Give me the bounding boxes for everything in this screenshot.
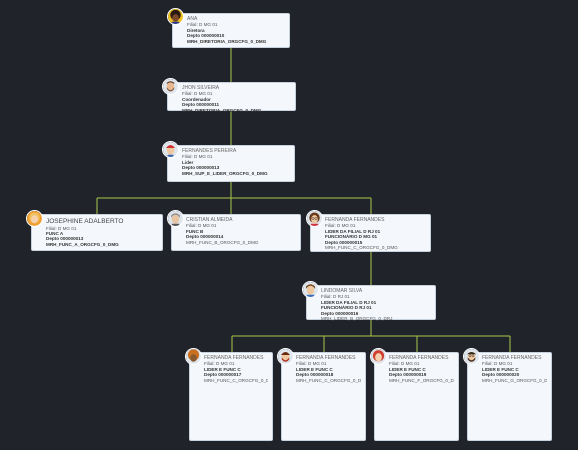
employee-role: LIDER DA FILIAL D RJ 01 xyxy=(325,228,381,234)
employee-name: FERNANDA FERNANDES xyxy=(482,355,542,361)
employee-filial: Filial: D MG 01 xyxy=(389,361,420,367)
avatar-afro-woman-icon xyxy=(185,348,202,365)
employee-org-code: MRH_FUNC_B_ORGCFG_0_DMG xyxy=(186,239,259,245)
employee-name: FERNANDA FERNANDES xyxy=(296,355,356,361)
org-card-fernanda-fernandes-lider[interactable]: FERNANDA FERNANDES Filial: D MG 01 LIDER… xyxy=(310,214,431,252)
employee-org-code: MRH_SUP_E_LIDER_ORGCFG_0_DMG xyxy=(182,170,268,176)
employee-org-code: MRH_FUNC_F_ORGCFG_0_DRJ xyxy=(389,377,454,383)
org-card-fernanda-fernandes-c[interactable]: FERNANDA FERNANDES Filial: D MG 01 LIDER… xyxy=(189,352,273,441)
employee-org-code: MRH_DIRETORIA_ORGCFG_0_DMG xyxy=(187,38,267,44)
employee-department: Depto 000000013 xyxy=(182,165,220,171)
employee-filial: Filial: D MG 01 xyxy=(187,22,218,28)
employee-role: Lider xyxy=(182,159,194,165)
employee-filial: Filial: D MG 01 xyxy=(186,223,217,229)
employee-role-secondary: FUNCIONÁRIO D MG 01 xyxy=(325,234,378,240)
employee-name: ANA xyxy=(187,16,198,22)
avatar-dark-curly-hair-icon xyxy=(167,8,184,25)
employee-role: FUNC A xyxy=(46,230,64,236)
employee-org-code: MRH_FUNC_C_ORGCFG_0_DRJ xyxy=(204,377,268,383)
employee-name: FERNANDES PEREIRA xyxy=(182,148,237,154)
employee-name: FERNANDA FERNANDES xyxy=(325,217,385,223)
employee-filial: Filial: D MG 01 xyxy=(182,154,213,160)
avatar-blonde-woman-icon xyxy=(26,210,43,227)
employee-department: Depto 000000020 xyxy=(482,372,520,378)
employee-name: FERNANDA FERNANDES xyxy=(204,355,264,361)
employee-org-code: MRH_LIDER_B_ORGCFG_0_DRJ xyxy=(321,316,393,322)
avatar-glasses-woman-icon xyxy=(306,210,323,227)
employee-department: Depto 000000017 xyxy=(204,372,242,378)
employee-role: LIDER E FUNC C xyxy=(389,366,426,372)
employee-role: LIDER E FUNC C xyxy=(204,366,241,372)
employee-filial: Filial: D MG 01 xyxy=(296,361,327,367)
org-card-lindomar-silva[interactable]: LINDOMAR SILVA Filial: D RJ 01 LIDER DA … xyxy=(306,285,436,322)
employee-org-code: MRH_FUNC_G_ORGCFG_0_DRJ xyxy=(482,377,547,383)
employee-name: LINDOMAR SILVA xyxy=(321,288,363,294)
avatar-gray-hair-man-icon xyxy=(167,210,184,227)
org-card-fernanda-fernandes-e[interactable]: FERNANDA FERNANDES Filial: D MG 01 LIDER… xyxy=(374,352,459,441)
avatar-beard-man-icon xyxy=(162,78,179,95)
org-card-fernanda-fernandes-d[interactable]: FERNANDA FERNANDES Filial: D MG 01 LIDER… xyxy=(281,352,366,441)
employee-org-code: MRH_DIRETORIA_ORGCFG_0_DMG xyxy=(182,107,262,113)
employee-role: LIDER E FUNC C xyxy=(482,366,519,372)
employee-department: Depto 000000011 xyxy=(182,102,220,108)
employee-department: Depto 000000014 xyxy=(186,234,224,240)
employee-org-code: MRH_FUNC_A_ORGCFG_0_DMG xyxy=(46,241,119,247)
employee-name: JHON SILVEIRA xyxy=(182,85,220,91)
avatar-red-hair-woman-icon xyxy=(370,348,387,365)
employee-filial: Filial: D MG 01 xyxy=(46,225,77,231)
employee-org-code: MRH_FUNC_C_ORGCFG_0_DMG xyxy=(325,245,398,251)
employee-filial: Filial: D RJ 01 xyxy=(321,294,350,300)
avatar-red-cap-man-icon xyxy=(162,141,179,158)
employee-role: LIDER DA FILIAL D RJ 01 xyxy=(321,299,377,305)
employee-department: Depto 000000016 xyxy=(321,310,359,316)
org-card-jhon-silveira[interactable]: JHON SILVEIRA Filial: D MG 01 Coordenado… xyxy=(167,82,296,113)
employee-role: Coordenador xyxy=(182,96,211,102)
employee-name: JOSEPHINE ADALBERTO xyxy=(46,218,124,225)
employee-department: Depto 000000019 xyxy=(389,372,427,378)
employee-department: Depto 000000015 xyxy=(325,239,363,245)
org-card-josephine-adalberto[interactable]: JOSEPHINE ADALBERTO Filial: D MG 01 FUNC… xyxy=(31,214,163,251)
employee-department: Depto 000000013 xyxy=(46,236,84,242)
employee-filial: Filial: D MG 01 xyxy=(482,361,513,367)
employee-role: LIDER E FUNC C xyxy=(296,366,333,372)
avatar-red-beard-man-icon xyxy=(277,348,294,365)
employee-role-secondary: FUNCIONÁRIO D RJ 01 xyxy=(321,305,372,311)
employee-department: Depto 000000010 xyxy=(187,33,225,39)
employee-filial: Filial: D MG 01 xyxy=(204,361,235,367)
employee-filial: Filial: D MG 01 xyxy=(325,223,356,229)
org-card-ana[interactable]: ANA Filial: D MG 01 Diretora Depto 00000… xyxy=(172,13,290,48)
employee-role: FUNC B xyxy=(186,228,204,234)
org-card-fernanda-fernandes-f[interactable]: FERNANDA FERNANDES Filial: D MG 01 LIDER… xyxy=(467,352,552,441)
employee-name: CRISTIAN ALMEIDA xyxy=(186,217,233,223)
org-card-fernandes-pereira[interactable]: FERNANDES PEREIRA Filial: D MG 01 Lider … xyxy=(167,145,295,182)
avatar-glasses-beard-man-icon xyxy=(463,348,480,365)
employee-name: FERNANDA FERNANDES xyxy=(389,355,449,361)
org-card-cristian-almeida[interactable]: CRISTIAN ALMEIDA Filial: D MG 01 FUNC B … xyxy=(171,214,301,251)
employee-department: Depto 000000018 xyxy=(296,372,334,378)
employee-filial: Filial: D MG 01 xyxy=(182,91,213,97)
employee-org-code: MRH_FUNC_C_ORGCFG_0_DRJ xyxy=(296,377,361,383)
avatar-brown-hair-man-icon xyxy=(302,281,319,298)
employee-role: Diretora xyxy=(187,27,205,33)
